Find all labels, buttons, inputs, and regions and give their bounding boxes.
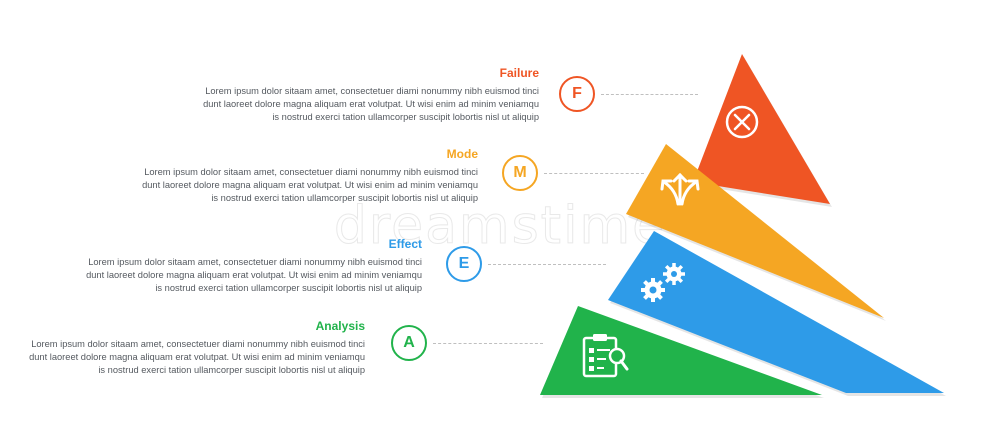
label-title-mode: Mode <box>446 147 478 161</box>
label-text-line: dunt laoreet dolore magna aliquam erat v… <box>86 270 422 280</box>
label-text-line: Lorem ipsum dolor sitaam amet, consectet… <box>31 339 365 349</box>
connector-line-mode <box>544 173 644 174</box>
label-block-analysis: Analysis Lorem ipsum dolor sitaam amet, … <box>29 319 365 377</box>
pyramid-layer-effect <box>608 231 944 393</box>
letter-badge-effect: E <box>446 246 482 282</box>
connector-line-effect <box>488 264 606 265</box>
split-arrows-icon <box>660 172 700 206</box>
label-block-effect: Effect Lorem ipsum dolor sitaam amet, co… <box>86 237 422 295</box>
label-text-line: dunt laoreet dolore magna aliquam erat v… <box>203 99 539 109</box>
gears-icon <box>641 263 685 302</box>
label-text-line: dunt laoreet dolore magna aliquam erat v… <box>29 352 365 362</box>
label-text-line: is nostrud exerci tation ullamcorper sus… <box>272 112 539 122</box>
letter-badge-failure: F <box>559 76 595 112</box>
label-text-line: Lorem ipsum dolor sitaam amet, consectet… <box>144 167 478 177</box>
pyramid-layer-analysis <box>540 306 822 395</box>
connector-line-failure <box>601 94 698 95</box>
label-text-line: Lorem ipsum dolor sitaam amet, consectet… <box>88 257 422 267</box>
connector-line-analysis <box>433 343 543 344</box>
pyramid-layer-failure <box>693 54 830 204</box>
label-text-line: Lorem ipsum dolor sitaam amet, consectet… <box>205 86 539 96</box>
letter-badge-mode: M <box>502 155 538 191</box>
label-text-line: is nostrud exerci tation ullamcorper sus… <box>98 365 365 375</box>
checklist-magnifier-icon <box>582 334 629 378</box>
label-text-line: is nostrud exerci tation ullamcorper sus… <box>211 193 478 203</box>
label-block-failure: Failure Lorem ipsum dolor sitaam amet, c… <box>203 66 539 124</box>
cross-circle-icon <box>725 105 759 139</box>
label-title-failure: Failure <box>499 66 539 80</box>
letter-badge-analysis: A <box>391 325 427 361</box>
label-title-analysis: Analysis <box>315 319 365 333</box>
label-title-effect: Effect <box>388 237 422 251</box>
label-text-line: is nostrud exerci tation ullamcorper sus… <box>155 283 422 293</box>
label-block-mode: Mode Lorem ipsum dolor sitaam amet, cons… <box>142 147 478 205</box>
label-text-line: dunt laoreet dolore magna aliquam erat v… <box>142 180 478 190</box>
